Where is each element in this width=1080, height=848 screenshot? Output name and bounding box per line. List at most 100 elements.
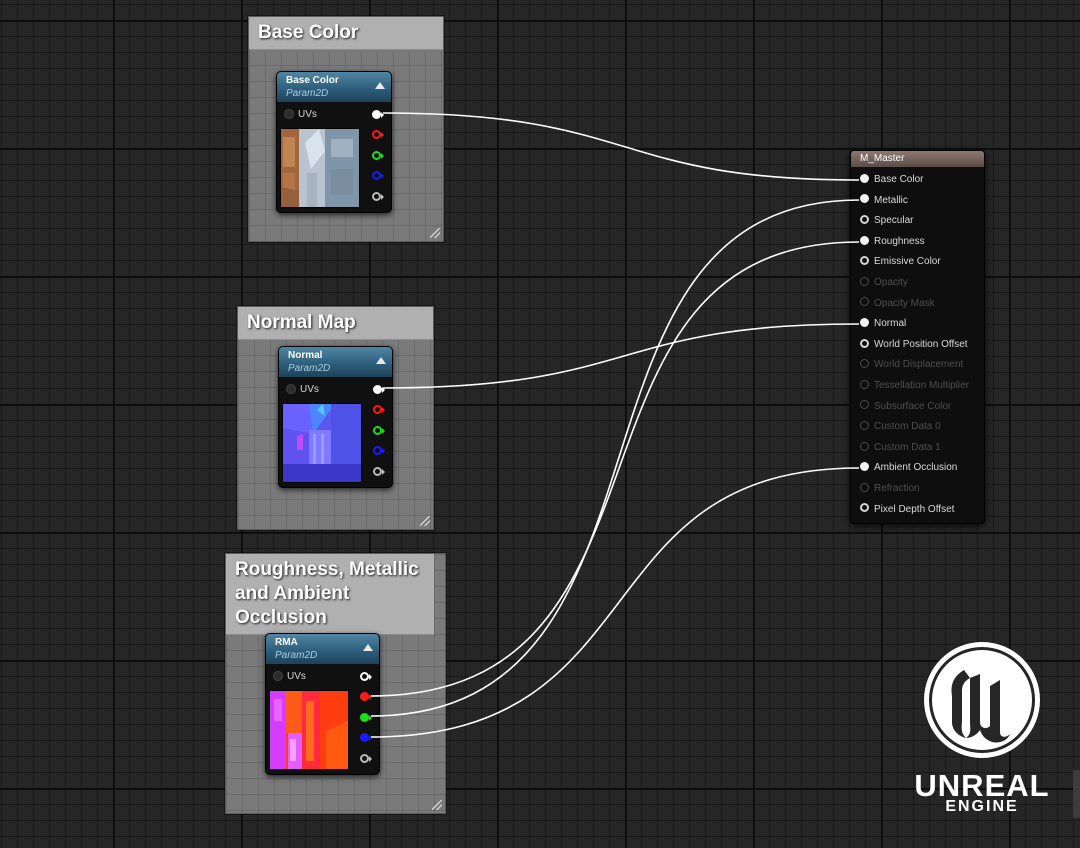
master-input-label: Tessellation Multiplier — [874, 380, 970, 391]
master-input-label: Subsurface Color — [874, 400, 952, 412]
master-input-row[interactable]: Roughness — [860, 233, 925, 251]
master-input-label: Custom Data 0 — [874, 421, 941, 433]
master-input-pin[interactable] — [860, 235, 869, 245]
master-input-row[interactable]: Refraction — [860, 480, 920, 498]
output-pin-g[interactable] — [373, 426, 385, 435]
output-pin-a[interactable] — [372, 192, 384, 201]
texture-node-normal[interactable]: Normal Param2D UVs — [278, 346, 393, 488]
output-pin-rgb[interactable] — [373, 385, 385, 394]
resize-grip-icon[interactable] — [432, 800, 442, 810]
uv-input-pin[interactable] — [284, 109, 294, 120]
node-header[interactable]: Normal Param2D — [279, 347, 392, 377]
master-input-row[interactable]: World Position Offset — [860, 336, 968, 354]
logo-subtitle: ENGINE — [945, 798, 1019, 815]
output-pin-r[interactable] — [372, 130, 384, 139]
texture-thumbnail — [282, 403, 362, 483]
texture-node-base-color[interactable]: Base Color Param2D UVs — [276, 71, 392, 213]
output-pin-b[interactable] — [360, 733, 372, 742]
master-input-row[interactable]: Normal — [860, 315, 906, 333]
master-input-row[interactable]: Opacity — [860, 274, 908, 292]
output-pin-r[interactable] — [373, 405, 385, 414]
master-input-pin[interactable] — [860, 297, 869, 307]
node-type: Param2D — [288, 363, 331, 374]
comment-title[interactable]: Roughness, Metallic and Ambient Occlusio… — [226, 554, 434, 635]
texture-thumbnail — [269, 690, 349, 770]
node-header[interactable]: RMA Param2D — [266, 634, 379, 664]
uv-input-row[interactable]: UVs — [284, 109, 317, 121]
resize-grip-icon[interactable] — [430, 228, 440, 238]
texture-node-rma[interactable]: RMA Param2D UVs — [265, 633, 380, 775]
master-input-label: World Position Offset — [874, 338, 968, 350]
master-input-label: Ambient Occlusion — [874, 462, 958, 474]
output-pin-g[interactable] — [360, 713, 372, 722]
master-input-label: Refraction — [874, 483, 920, 494]
collapse-arrow-icon[interactable] — [376, 357, 386, 364]
master-input-row[interactable]: Opacity Mask — [860, 295, 935, 313]
master-input-pin[interactable] — [860, 462, 869, 472]
uv-input-row[interactable]: UVs — [286, 384, 319, 396]
resize-grip-icon[interactable] — [420, 516, 430, 526]
comment-title[interactable]: Base Color — [249, 17, 443, 50]
uv-label: UVs — [287, 671, 306, 682]
node-type: Param2D — [275, 650, 318, 661]
master-input-pin[interactable] — [860, 276, 869, 286]
uv-label: UVs — [300, 384, 319, 395]
master-input-pin[interactable] — [860, 359, 869, 369]
master-input-pin[interactable] — [860, 215, 869, 225]
uv-label: UVs — [298, 109, 317, 120]
output-pin-g[interactable] — [372, 151, 384, 160]
master-input-label: World Displacement — [874, 359, 964, 371]
master-input-pin[interactable] — [860, 441, 869, 451]
master-input-row[interactable]: Custom Data 1 — [860, 439, 941, 457]
wire-base-color[interactable] — [382, 112, 860, 181]
master-input-pin[interactable] — [860, 256, 869, 266]
master-input-pin[interactable] — [860, 503, 869, 513]
master-input-pin[interactable] — [860, 173, 869, 183]
master-input-pin[interactable] — [860, 318, 869, 328]
master-input-label: Base Color — [874, 174, 924, 185]
master-input-label: Pixel Depth Offset — [874, 503, 955, 515]
master-input-row[interactable]: Specular — [860, 212, 913, 230]
master-input-label: Custom Data 1 — [874, 441, 941, 453]
comment-title[interactable]: Normal Map — [238, 307, 433, 340]
uv-input-row[interactable]: UVs — [273, 671, 306, 683]
uv-input-pin[interactable] — [273, 671, 283, 682]
output-pin-a[interactable] — [360, 754, 372, 763]
master-input-row[interactable]: World Displacement — [860, 356, 963, 374]
master-input-pin[interactable] — [860, 400, 869, 410]
collapse-arrow-icon[interactable] — [363, 644, 373, 651]
node-title: Normal — [288, 350, 323, 361]
master-input-row[interactable]: Pixel Depth Offset — [860, 501, 954, 519]
output-pin-a[interactable] — [373, 467, 385, 476]
output-pin-b[interactable] — [373, 446, 385, 455]
master-input-row[interactable]: Base Color — [860, 171, 923, 189]
logo-wordmark: UNREAL — [914, 768, 1050, 803]
output-pin-r[interactable] — [360, 692, 372, 701]
master-input-label: Opacity Mask — [874, 297, 935, 309]
master-input-label: Metallic — [874, 194, 908, 206]
scrollbar-edge[interactable] — [1073, 770, 1080, 818]
wire-normal[interactable] — [382, 323, 860, 389]
master-input-row[interactable]: Metallic — [860, 192, 908, 210]
master-input-pin[interactable] — [860, 421, 869, 431]
output-pin-rgb[interactable] — [372, 110, 384, 119]
master-input-pin[interactable] — [860, 194, 869, 204]
master-input-row[interactable]: Tessellation Multiplier — [860, 377, 969, 395]
master-input-row[interactable]: Subsurface Color — [860, 398, 951, 416]
master-input-row[interactable]: Custom Data 0 — [860, 418, 941, 436]
master-input-label: Normal — [874, 318, 907, 330]
master-input-row[interactable]: Ambient Occlusion — [860, 459, 957, 477]
node-header[interactable]: Base Color Param2D — [277, 72, 391, 102]
master-node-title[interactable]: M_Master — [851, 151, 984, 167]
master-input-row[interactable]: Emissive Color — [860, 253, 941, 271]
uv-input-pin[interactable] — [286, 384, 296, 395]
master-input-label: Specular — [874, 215, 914, 227]
collapse-arrow-icon[interactable] — [375, 82, 385, 89]
master-input-pin[interactable] — [860, 379, 869, 389]
master-input-pin[interactable] — [860, 482, 869, 492]
output-pin-rgb[interactable] — [360, 672, 372, 681]
master-input-pin[interactable] — [860, 338, 869, 348]
output-pin-b[interactable] — [372, 171, 384, 180]
